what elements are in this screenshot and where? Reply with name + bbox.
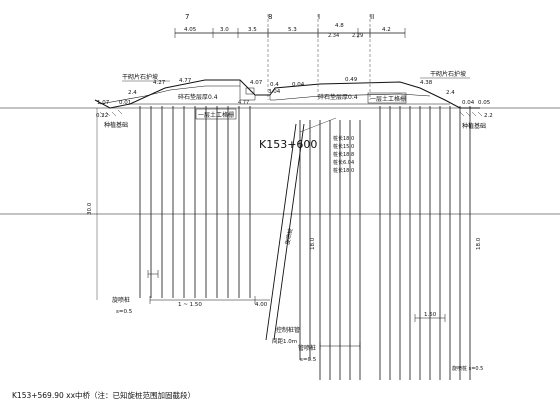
col-note-2: 桩长15.0: [333, 143, 354, 150]
hatch-marks-right: [459, 111, 483, 117]
right-dim-5: 2.2: [484, 113, 493, 119]
mid-depth-label: 18.0: [310, 237, 316, 250]
col-note-5: 桩长18.0: [333, 167, 354, 174]
right-dim-1: 4.38: [420, 80, 433, 86]
left-slope-protect-label: 干砌片石护坡: [122, 73, 158, 81]
mid-value-3: 0.4: [270, 82, 279, 88]
left-depth-label: 30.0: [87, 202, 93, 215]
pile-group-middle: [299, 120, 361, 380]
top-dim-5: 4.8: [335, 23, 344, 29]
pile-note-label: 旋喷桩: [283, 227, 294, 245]
left-dim-3: 1.07: [97, 100, 110, 106]
mid-pile-label: 管喷桩: [298, 344, 316, 352]
mid-value-5: 3.04: [268, 89, 281, 95]
col-note-4: 桩长6.04: [333, 159, 354, 166]
left-dim-1: 4.27: [153, 80, 166, 86]
drawing-title: K153+569.90 xx中桥（注：已知旋桩范围加固截段）: [12, 390, 195, 400]
pile-group-right: [379, 106, 471, 380]
mid-value-1: 4.77: [179, 78, 192, 84]
right-pile-note: 旋喷桩 s=0.5: [452, 365, 483, 372]
mid-value-6: 0.49: [345, 77, 358, 83]
inclined-control-pile: [265, 123, 305, 341]
fill-layer-right-label: 碎石垫层厚0.4: [318, 93, 358, 101]
right-spacing-value: 1.50: [424, 312, 437, 318]
top-dim-4: 5.3: [288, 27, 297, 33]
axis-number-8: 8: [268, 13, 272, 21]
left-dim-2: 2.4: [128, 90, 137, 96]
station-label: K153+600: [259, 138, 317, 151]
mid-value-2: 4.07: [250, 80, 263, 86]
left-dim-5: 0.22: [96, 113, 108, 119]
embankment-profile: [94, 79, 480, 109]
geogrid-left-label: 一层土工格栅: [198, 111, 234, 119]
col-note-3: 桩长18.8: [333, 151, 354, 158]
axis-number-7: 7: [185, 13, 189, 21]
right-slope-protect-label: 干砌片石护坡: [430, 70, 466, 78]
spacing-value: 4.00: [255, 302, 268, 308]
pile-group-left: [139, 106, 251, 298]
axis-number-ii: II: [370, 13, 374, 21]
right-dim-4: 0.05: [478, 100, 491, 106]
bottom-left-dimension: [147, 270, 270, 304]
left-spacing-dim: 1 ~ 1.50: [178, 302, 202, 308]
top-dim-1: 4.05: [184, 27, 197, 33]
fill-layer-left-label: 碎石垫层厚0.4: [178, 93, 218, 101]
top-dimension-line: [174, 14, 406, 100]
left-pile-spacing: s=0.5: [116, 309, 133, 315]
mid-pile-spacing: s=0.5: [300, 357, 317, 363]
right-ground-label: 种植基础: [462, 122, 486, 130]
top-dim-6: 2.34: [328, 33, 339, 39]
top-dim-2: 3.0: [220, 27, 229, 33]
left-ground-label: 种植基础: [104, 121, 128, 129]
right-dim-3: 0.04: [462, 100, 475, 106]
control-pile-spacing: 间距1.0m: [272, 337, 297, 345]
col-note-1: 桩长18.0: [333, 135, 354, 142]
bottom-right-dimension: [414, 314, 446, 322]
left-pile-label: 旋喷桩: [112, 296, 130, 304]
mid-value-4: 0.04: [292, 82, 305, 88]
top-dim-8: 4.2: [382, 27, 391, 33]
left-dim-4: 0.01: [119, 100, 131, 106]
geogrid-right-label: 一层土工格栅: [370, 95, 406, 103]
mid-pile-markers: [319, 342, 361, 350]
right-depth-label: 18.0: [476, 237, 482, 250]
control-pile-label: 控制桩管: [276, 326, 300, 334]
hatch-marks-left: [99, 109, 123, 117]
top-dim-3: 3.5: [248, 27, 257, 33]
right-dim-2: 2.4: [446, 90, 455, 96]
mid-value-7: 4.77: [238, 100, 249, 106]
top-dim-7: 2.29: [352, 33, 363, 39]
axis-number-i: I: [318, 13, 320, 21]
